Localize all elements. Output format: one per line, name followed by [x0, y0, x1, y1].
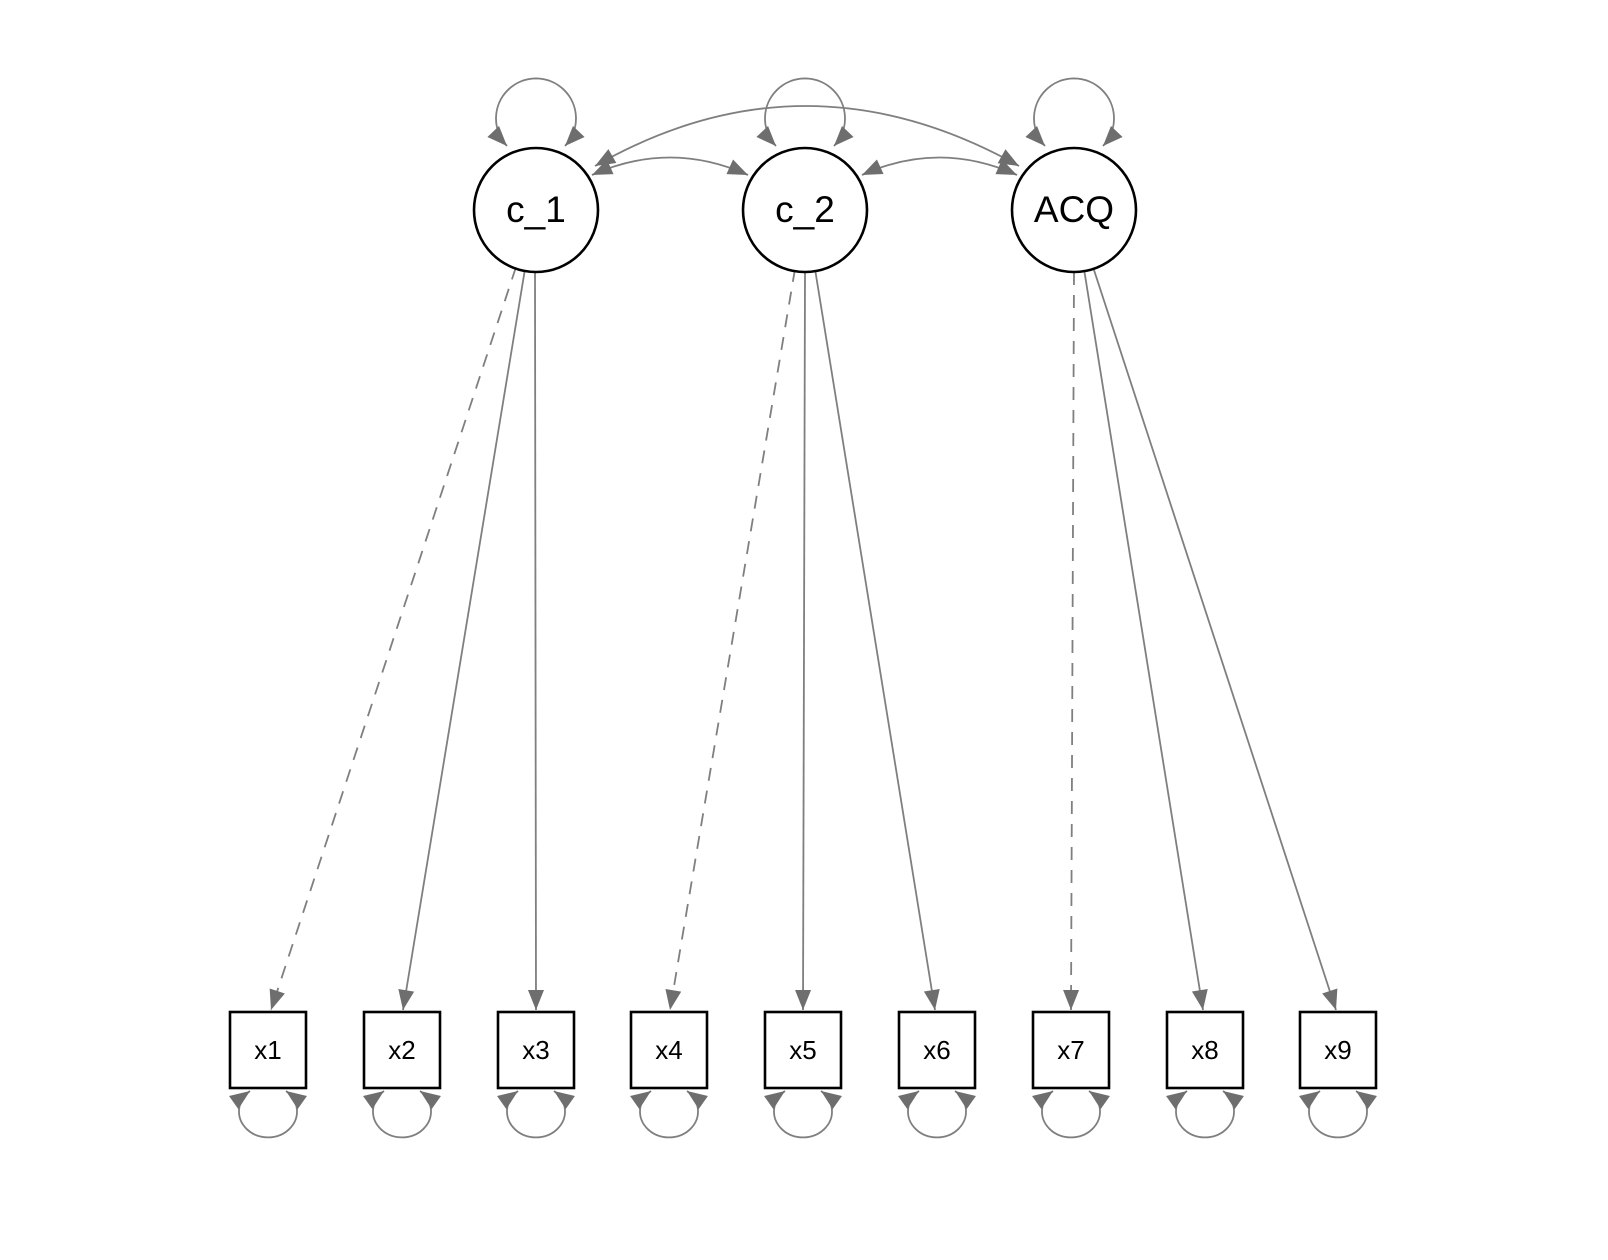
observed-node-x1 [228, 1010, 308, 1090]
observed-label-x6: x6 [923, 1035, 950, 1065]
variance-loop-x5 [764, 1090, 842, 1139]
observed-node-x5 [763, 1010, 843, 1090]
loading-ACQ-x7-dashed-arrow [1063, 271, 1080, 1011]
observed-node-x7 [1031, 1010, 1111, 1090]
variance-loop-x8 [1166, 1090, 1244, 1139]
loading-c_1-x1-dashed-arrow [269, 266, 517, 1011]
loading-c_1-x3-arrow [527, 271, 544, 1011]
observed-label-x5: x5 [789, 1035, 816, 1065]
observed-label-x9: x9 [1324, 1035, 1351, 1065]
variance-loop-x6 [898, 1090, 976, 1139]
observed-node-x6 [897, 1010, 977, 1090]
variance-loop-ACQ [1025, 77, 1123, 147]
latent-label-c_2: c_2 [775, 189, 835, 230]
observed-label-x8: x8 [1191, 1035, 1218, 1065]
covariance-edges [591, 105, 1020, 176]
loading-c_2-x4-dashed-arrow [665, 268, 796, 1011]
latent-label-c_1: c_1 [506, 189, 566, 230]
latent-node-c_2 [741, 146, 869, 274]
covariance-c_1-c_2-arrow [591, 156, 749, 176]
latent-node-c_1 [472, 146, 600, 274]
variance-loop-x2 [363, 1090, 441, 1139]
latent-nodes: c_1 c_2 ACQ [472, 146, 1138, 274]
latent-label-ACQ: ACQ [1034, 189, 1114, 230]
latent-node-ACQ [1010, 146, 1138, 274]
loading-ACQ-x8-arrow [1083, 268, 1208, 1011]
covariance-c_2-ACQ-arrow [861, 156, 1018, 176]
variance-loop-x4 [630, 1090, 708, 1139]
latent-variance-loops [487, 77, 1123, 147]
observed-node-x2 [362, 1010, 442, 1090]
loading-c_2-x5-arrow [795, 271, 812, 1011]
observed-label-x2: x2 [388, 1035, 415, 1065]
observed-nodes: x1 x2 x3 x4 x5 x6 x7 x8 x9 [228, 1010, 1378, 1090]
observed-node-x9 [1298, 1010, 1378, 1090]
observed-label-x4: x4 [655, 1035, 682, 1065]
variance-loop-x3 [497, 1090, 575, 1139]
loading-c_1-x2-arrow [398, 268, 526, 1011]
loading-ACQ-x9-arrow [1092, 266, 1338, 1011]
observed-label-x1: x1 [254, 1035, 281, 1065]
observed-label-x3: x3 [522, 1035, 549, 1065]
observed-label-x7: x7 [1057, 1035, 1084, 1065]
variance-loop-x9 [1299, 1090, 1377, 1139]
residual-variance-loops [229, 1090, 1377, 1139]
observed-node-x8 [1165, 1010, 1245, 1090]
variance-loop-x7 [1032, 1090, 1110, 1139]
loading-c_2-x6-arrow [814, 268, 940, 1011]
observed-node-x3 [496, 1010, 576, 1090]
loading-edges [269, 266, 1338, 1011]
variance-loop-c_2 [756, 77, 854, 147]
variance-loop-c_1 [487, 77, 585, 147]
covariance-c_1-ACQ-arrow [594, 105, 1020, 167]
variance-loop-x1 [229, 1090, 307, 1139]
observed-node-x4 [629, 1010, 709, 1090]
